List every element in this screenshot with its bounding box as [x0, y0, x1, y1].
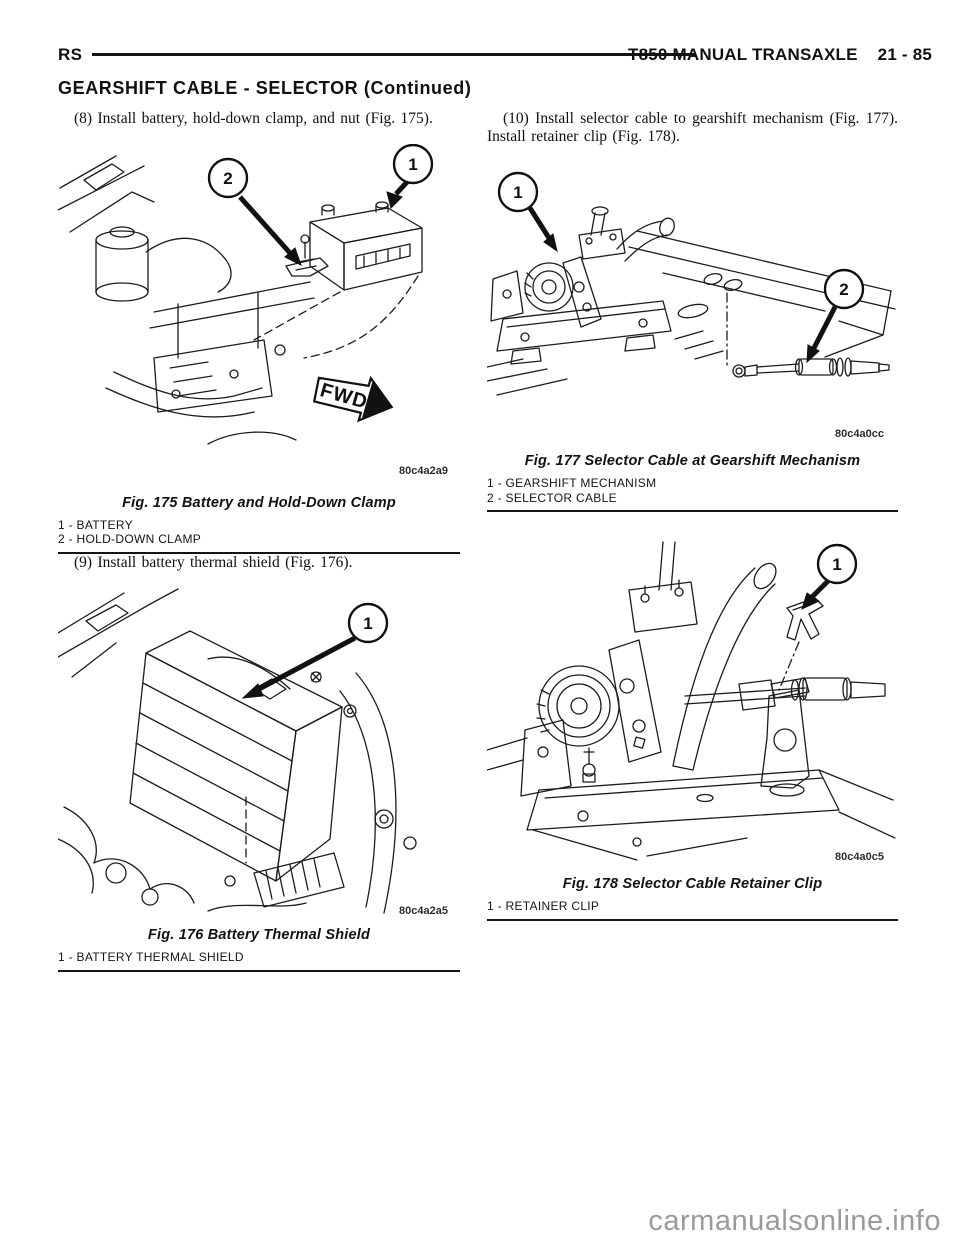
callout-1: 1: [241, 602, 389, 699]
figure-177-code: 80c4a0cc: [835, 428, 884, 440]
header-manual-title: T850 MANUAL TRANSAXLE: [628, 45, 858, 64]
figure-178-caption: Fig. 178 Selector Cable Retainer Clip: [562, 876, 823, 892]
legend-item: 1 - BATTERY THERMAL SHIELD: [58, 950, 244, 964]
right-column: (10) Install selector cable to gearshift…: [487, 110, 898, 921]
fwd-arrow: FWD: [312, 375, 394, 422]
figure-176-code: 80c4a2a5: [399, 905, 448, 917]
callout-1-number: 1: [832, 555, 841, 574]
figure-177-caption: Fig. 177 Selector Cable at Gearshift Mec…: [524, 453, 861, 469]
step-8-text: (8) Install battery, hold-down clamp, an…: [74, 110, 433, 127]
callout-2: 2: [806, 268, 865, 364]
figure-175-legend: 1 - BATTERY 2 - HOLD-DOWN CLAMP: [58, 518, 460, 554]
step-10-text: (10) Install selector cable to gearshift…: [487, 110, 898, 145]
retainer-clip-drawing: [778, 597, 824, 691]
figure-175-caption: Fig. 175 Battery and Hold-Down Clamp: [122, 494, 396, 511]
callout-1-number: 1: [408, 155, 417, 174]
figure-175: FWD 2 1 80c4a2a9 Fig. 175 Battery and Ho…: [58, 143, 460, 554]
figure-177-legend: 1 - GEARSHIFT MECHANISM 2 - SELECTOR CAB…: [487, 476, 898, 512]
left-column: (8) Install battery, hold-down clamp, an…: [58, 110, 460, 972]
callout-2-number: 2: [223, 169, 232, 188]
callout-1-number: 1: [363, 614, 372, 633]
legend-item: 1 - BATTERY: [58, 517, 133, 532]
callout-1-number: 1: [513, 183, 522, 202]
thermal-shield-drawing: [129, 630, 343, 882]
callout-2: 2: [207, 157, 302, 266]
callout-1: 1: [497, 171, 558, 253]
callout-2-number: 2: [839, 280, 848, 299]
fig-178-illustration: 1 80c4a0c5: [487, 541, 896, 863]
step-9-text: (9) Install battery thermal shield (Fig.…: [74, 553, 353, 571]
figure-176-legend: 1 - BATTERY THERMAL SHIELD: [58, 950, 460, 972]
figure-178-legend: 1 - RETAINER CLIP: [487, 899, 898, 921]
legend-item: 1 - RETAINER CLIP: [487, 899, 600, 913]
figure-178-code: 80c4a0c5: [835, 851, 884, 863]
header-rule: [92, 53, 696, 56]
figure-178: 1 80c4a0c5 Fig. 178 Selector Cable Retai…: [487, 538, 898, 921]
battery-drawing: [309, 200, 423, 291]
legend-item: 2 - HOLD-DOWN CLAMP: [58, 532, 202, 546]
header-right: T850 MANUAL TRANSAXLE 21 - 85: [628, 45, 932, 64]
selector-cable-drawing: [732, 357, 890, 378]
engine-bay-line-art: [58, 154, 419, 445]
engine-bay-line-art: [58, 588, 417, 914]
fig-176-illustration: 1 80c4a2a5: [58, 588, 448, 917]
header-page-number: 21 - 85: [877, 45, 932, 64]
hold-down-clamp-drawing: [285, 233, 329, 277]
fig-175-illustration: FWD 2 1 80c4a2a9: [58, 143, 448, 477]
fig-177-illustration: 1 2 80c4a0cc: [487, 171, 896, 440]
gearshift-mechanism-drawing: [487, 206, 675, 396]
figure-177: 1 2 80c4a0cc Fig. 177 Selector Cable at …: [487, 161, 898, 512]
legend-item: 2 - SELECTOR CABLE: [487, 490, 617, 505]
gearshift-mechanism-closeup: [487, 541, 896, 861]
callout-1: 1: [386, 143, 434, 209]
figure-176-caption: Fig. 176 Battery Thermal Shield: [147, 927, 371, 943]
section-title: GEARSHIFT CABLE - SELECTOR (Continued): [58, 78, 472, 98]
figure-176: 1 80c4a2a5 Fig. 176 Battery Thermal Shie…: [58, 581, 460, 972]
watermark-text: carmanualsonline.info: [648, 1205, 941, 1237]
figure-175-code: 80c4a2a9: [399, 465, 448, 477]
header-model-code: RS: [58, 45, 83, 64]
legend-item: 1 - GEARSHIFT MECHANISM: [487, 476, 657, 490]
callout-1: 1: [801, 543, 858, 610]
